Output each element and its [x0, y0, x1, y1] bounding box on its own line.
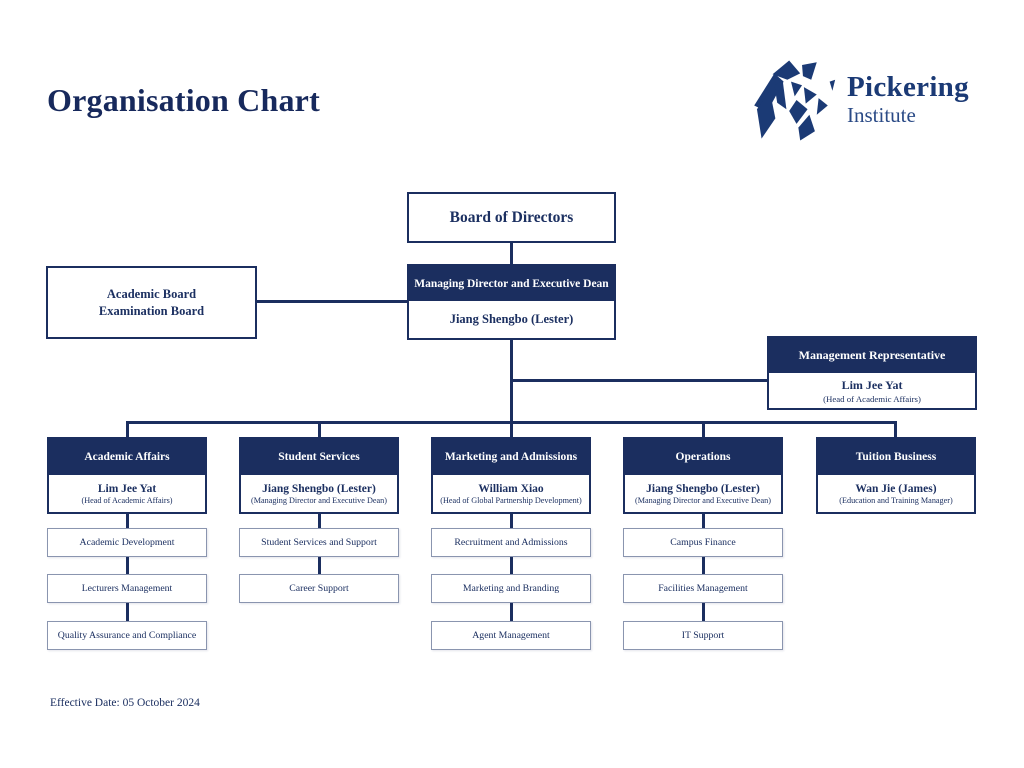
connector-unit [702, 512, 705, 528]
unit-label: Agent Management [472, 630, 550, 641]
person-role: (Head of Academic Affairs) [823, 393, 921, 404]
unit-label: Facilities Management [658, 583, 748, 594]
managing-director-title: Managing Director and Executive Dean [409, 266, 614, 301]
unit-box: Facilities Management [623, 574, 783, 603]
connector-md-down [510, 340, 513, 438]
dept-marketing-admissions-box: Marketing and Admissions William Xiao (H… [431, 437, 591, 514]
dept-title: Tuition Business [818, 439, 974, 475]
person-role: (Education and Training Manager) [839, 495, 953, 505]
unit-box: Academic Development [47, 528, 207, 557]
page-title: Organisation Chart [47, 82, 320, 118]
dept-head: William Xiao (Head of Global Partnership… [433, 475, 589, 512]
unit-label: Quality Assurance and Compliance [57, 630, 197, 641]
logo-wordmark: Pickering Institute [847, 73, 969, 126]
person-role: (Managing Director and Executive Dean) [635, 495, 771, 505]
dept-operations-box: Operations Jiang Shengbo (Lester) (Manag… [623, 437, 783, 514]
unit-box: Career Support [239, 574, 399, 603]
person-name: Jiang Shengbo (Lester) [646, 482, 760, 495]
connector-unit [126, 602, 129, 621]
board-of-directors-box: Board of Directors [407, 192, 616, 243]
unit-label: Career Support [289, 583, 349, 594]
unit-box: Campus Finance [623, 528, 783, 557]
unit-label: Student Services and Support [261, 537, 377, 548]
academic-board-label: Academic Board [106, 286, 197, 301]
dept-tuition-business-box: Tuition Business Wan Jie (James) (Educat… [816, 437, 976, 514]
dept-head: Wan Jie (James) (Education and Training … [818, 475, 974, 512]
person-name: William Xiao [478, 482, 544, 495]
person-role: (Head of Global Partnership Development) [440, 495, 582, 505]
connector-stub-operations [702, 421, 705, 438]
management-representative-title: Management Representative [769, 338, 975, 373]
connector-board-to-md [510, 243, 513, 266]
connector-departments-horizontal [126, 421, 897, 424]
person-name: Wan Jie (James) [855, 482, 937, 495]
connector-unit [318, 556, 321, 575]
person-role: (Managing Director and Executive Dean) [251, 495, 387, 505]
unit-label: Campus Finance [670, 537, 736, 548]
lion-logo-icon [754, 59, 836, 140]
connector-stub-tuition-business [894, 421, 897, 438]
board-label: Board of Directors [449, 208, 574, 226]
connector-unit [510, 602, 513, 621]
person-name: Lim Jee Yat [97, 482, 157, 495]
unit-label: Marketing and Branding [462, 583, 560, 594]
management-representative-box: Management Representative Lim Jee Yat (H… [767, 336, 977, 410]
connector-unit [126, 512, 129, 528]
logo-name: Pickering [847, 71, 969, 103]
dept-student-services-box: Student Services Jiang Shengbo (Lester) … [239, 437, 399, 514]
dept-title: Student Services [241, 439, 397, 475]
unit-box: Agent Management [431, 621, 591, 650]
academic-examination-board-box: Academic Board Examination Board [46, 266, 257, 339]
logo-subname: Institute [847, 103, 916, 127]
person-name: Lim Jee Yat [841, 377, 903, 392]
dept-title: Marketing and Admissions [433, 439, 589, 475]
unit-label: Recruitment and Admissions [454, 537, 568, 548]
unit-box: Student Services and Support [239, 528, 399, 557]
connector-stub-student-services [318, 421, 321, 438]
managing-director-box: Managing Director and Executive Dean Jia… [407, 264, 616, 340]
unit-box: Lecturers Management [47, 574, 207, 603]
dept-head: Lim Jee Yat (Head of Academic Affairs) [49, 475, 205, 512]
dept-head: Jiang Shengbo (Lester) (Managing Directo… [241, 475, 397, 512]
unit-box: Marketing and Branding [431, 574, 591, 603]
connector-unit [126, 556, 129, 575]
management-representative-body: Lim Jee Yat (Head of Academic Affairs) [769, 373, 975, 408]
examination-board-label: Examination Board [98, 303, 205, 318]
connector-unit [702, 602, 705, 621]
person-role: (Head of Academic Affairs) [81, 495, 173, 505]
dept-title: Academic Affairs [49, 439, 205, 475]
connector-unit [318, 512, 321, 528]
unit-label: IT Support [681, 630, 725, 641]
dept-title: Operations [625, 439, 781, 475]
person-name: Jiang Shengbo (Lester) [262, 482, 376, 495]
effective-date: Effective Date: 05 October 2024 [50, 697, 200, 709]
unit-label: Academic Development [79, 537, 175, 548]
managing-director-name: Jiang Shengbo (Lester) [409, 301, 614, 338]
unit-label: Lecturers Management [81, 583, 173, 594]
unit-box: Quality Assurance and Compliance [47, 621, 207, 650]
connector-unit [510, 556, 513, 575]
connector-unit [702, 556, 705, 575]
pickering-logo: Pickering Institute [745, 52, 985, 147]
connector-acadboard-to-md [255, 300, 407, 303]
connector-to-mgmt-rep [510, 379, 768, 382]
unit-box: Recruitment and Admissions [431, 528, 591, 557]
dept-academic-affairs-box: Academic Affairs Lim Jee Yat (Head of Ac… [47, 437, 207, 514]
connector-stub-academic-affairs [126, 421, 129, 438]
unit-box: IT Support [623, 621, 783, 650]
dept-head: Jiang Shengbo (Lester) (Managing Directo… [625, 475, 781, 512]
connector-unit [510, 512, 513, 528]
